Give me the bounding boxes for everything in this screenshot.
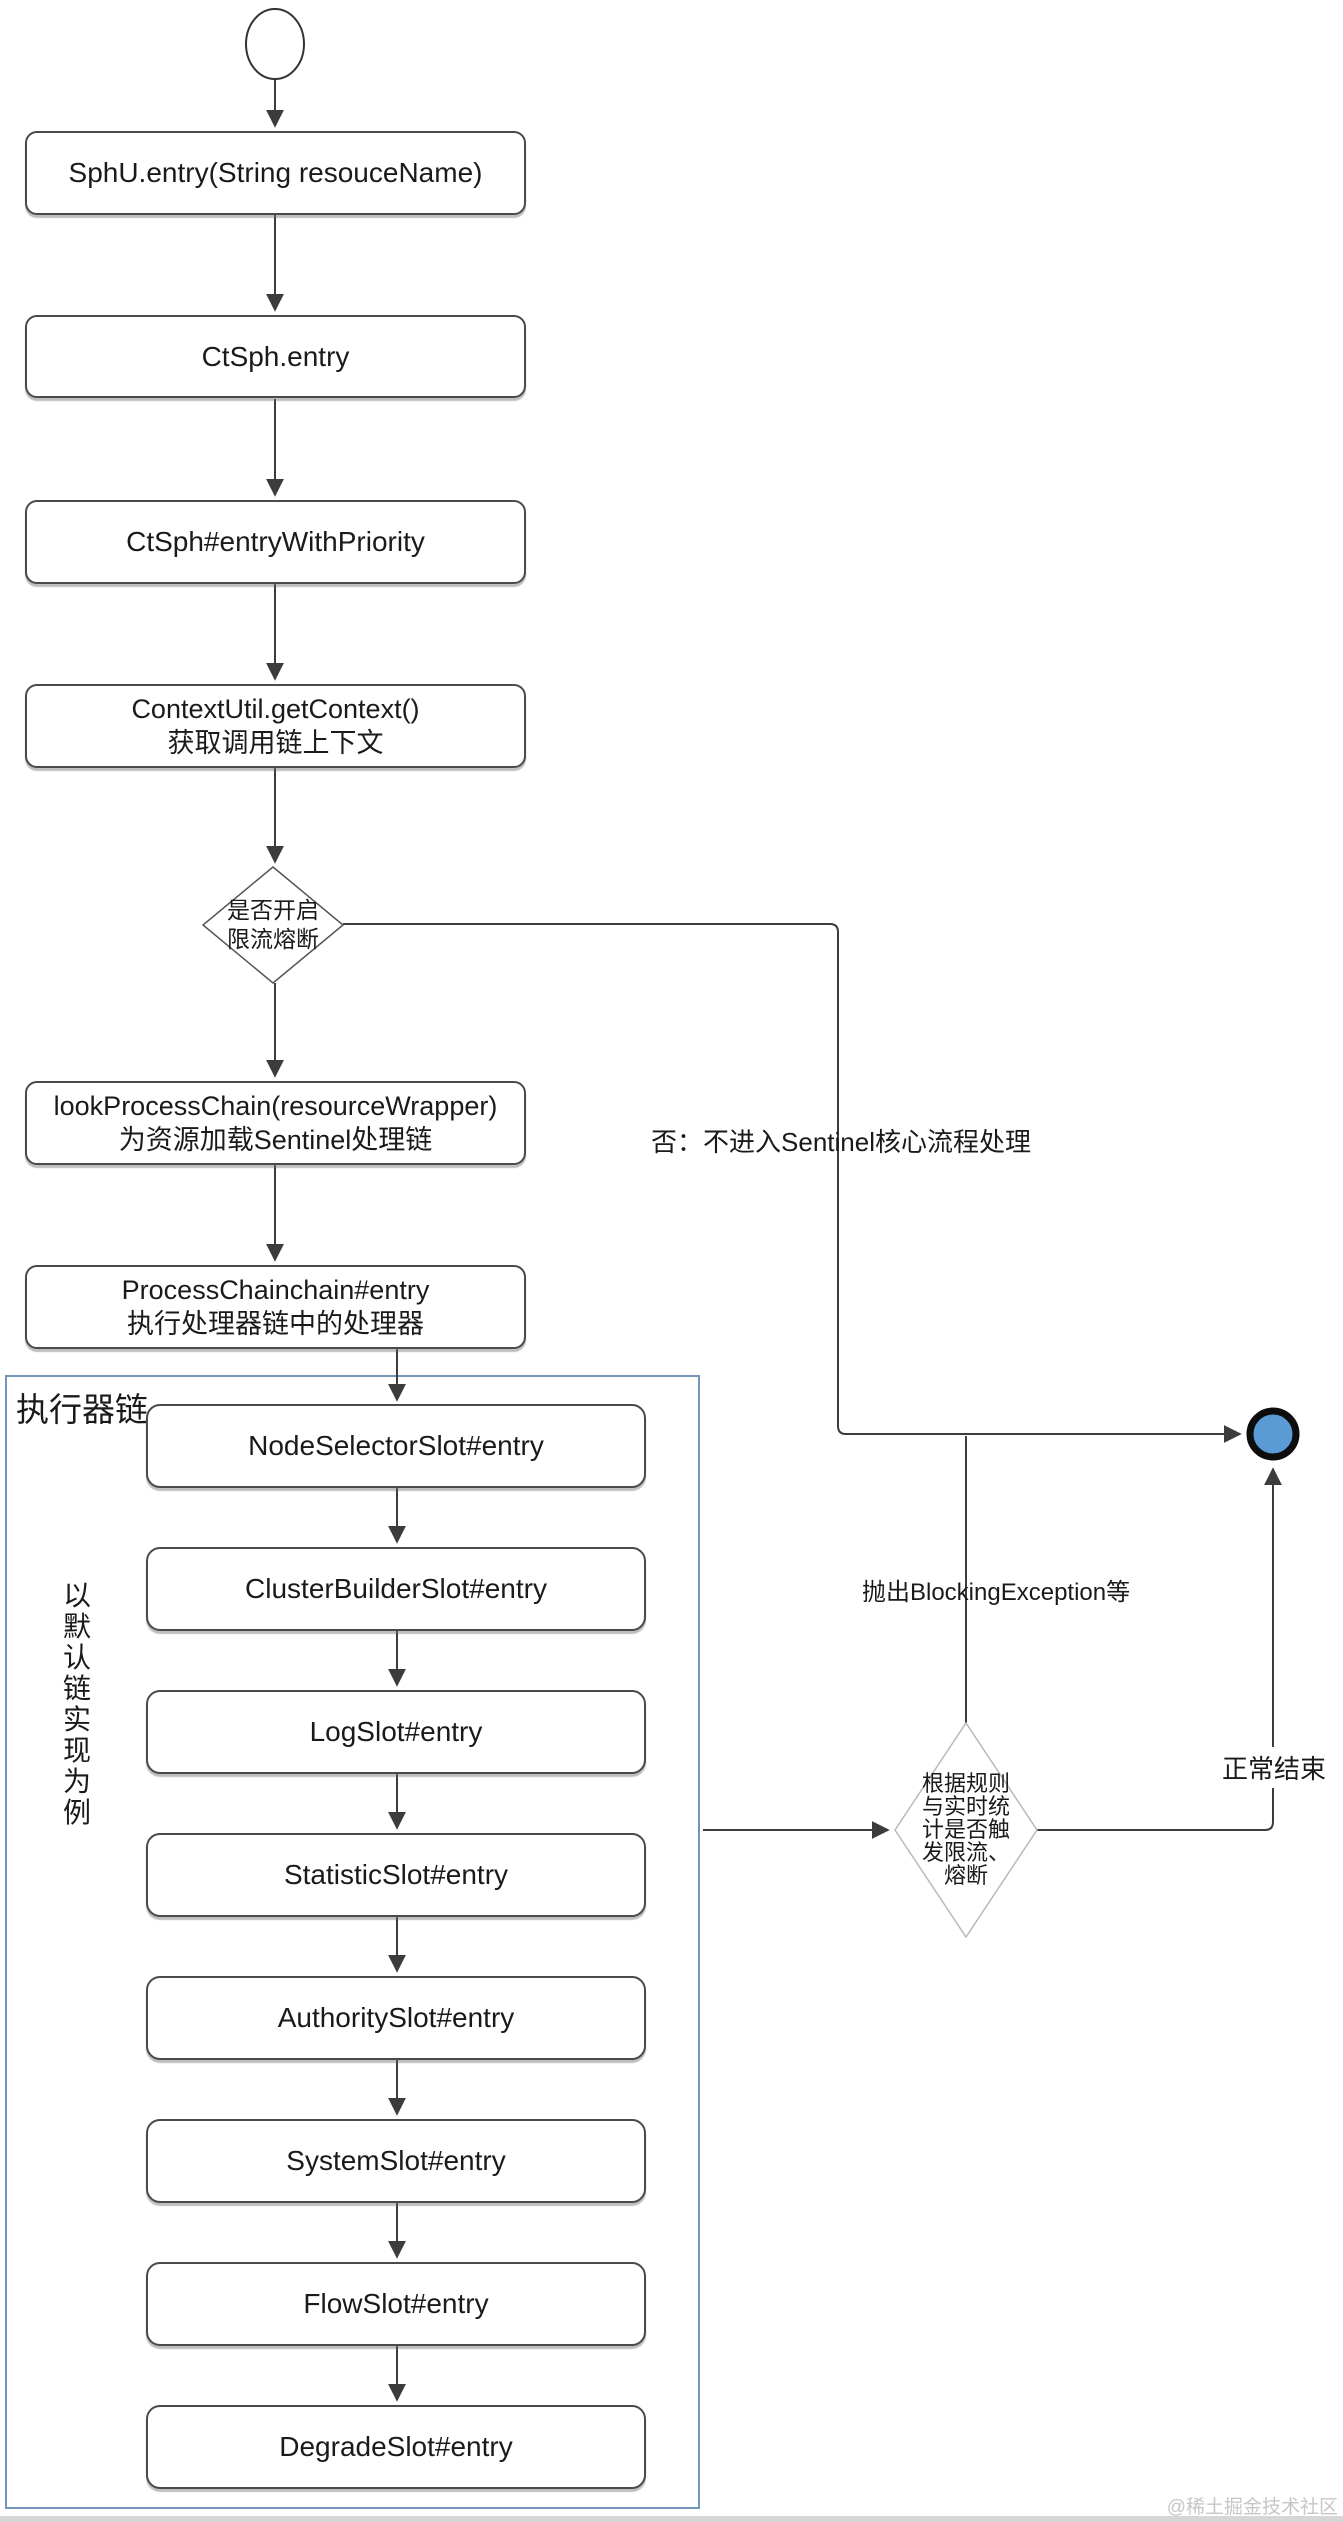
node-label: ClusterBuilderSlot#entry — [245, 1573, 547, 1604]
node-slot-nodeselector: NodeSelectorSlot#entry — [146, 1404, 646, 1488]
node-label: AuthoritySlot#entry — [277, 2002, 515, 2033]
node-slot-log: LogSlot#entry — [146, 1690, 646, 1774]
node-label: SystemSlot#entry — [286, 2145, 506, 2176]
end-node — [1246, 1407, 1300, 1461]
node-slot-degrade: DegradeSlot#entry — [146, 2405, 646, 2489]
node-label-line1: ContextUtil.getContext() — [131, 694, 420, 724]
node-label: CtSph.entry — [201, 340, 350, 372]
node-label-line2: 获取调用链上下文 — [167, 728, 384, 758]
node-get-context: ContextUtil.getContext() 获取调用链上下文 — [25, 684, 526, 768]
decision2-diamond — [894, 1721, 1038, 1939]
node-slot-flow: FlowSlot#entry — [146, 2262, 646, 2346]
node-label: SphU.entry(String resouceName) — [68, 157, 483, 188]
start-node — [245, 8, 305, 80]
node-slot-system: SystemSlot#entry — [146, 2119, 646, 2203]
node-slot-authority: AuthoritySlot#entry — [146, 1976, 646, 2060]
node-label: NodeSelectorSlot#entry — [248, 1430, 544, 1461]
node-label: LogSlot#entry — [309, 1716, 483, 1747]
decision2-label: 根据规则 与实时统 计是否触 发限流、 熔断 — [921, 1771, 1010, 1888]
node-entry-with-priority: CtSph#entryWithPriority — [25, 500, 526, 584]
node-label: FlowSlot#entry — [303, 2288, 489, 2319]
node-label: CtSph#entryWithPriority — [126, 526, 425, 557]
node-ctsph-entry: CtSph.entry — [25, 315, 526, 398]
node-label: StatisticSlot#entry — [283, 1859, 509, 1890]
decision1-diamond — [201, 866, 345, 984]
node-look-process-chain: lookProcessChain(resourceWrapper) 为资源加载S… — [25, 1081, 526, 1165]
bottom-strip — [0, 2516, 1343, 2522]
node-label-line2: 为资源加载Sentinel处理链 — [118, 1125, 433, 1155]
watermark: @稀土掘金技术社区 — [1166, 2497, 1338, 2518]
connector-normal-end-path — [1037, 1467, 1282, 1831]
executor-chain-title: 执行器链 — [16, 1391, 148, 1428]
no-branch-label: 否：不进入Sentinel核心流程处理 — [651, 1127, 1031, 1157]
node-process-chain-entry: ProcessChainchain#entry 执行处理器链中的处理器 — [25, 1265, 526, 1349]
node-slot-clusterbuilder: ClusterBuilderSlot#entry — [146, 1547, 646, 1631]
node-sphu-entry: SphU.entry(String resouceName) — [25, 131, 526, 215]
node-label-line1: ProcessChainchain#entry — [121, 1275, 430, 1305]
node-label-line1: lookProcessChain(resourceWrapper) — [53, 1091, 498, 1121]
executor-chain-side-note: 以默认链实现为例 — [62, 1580, 91, 1828]
decision1-label: 是否开启 限流熔断 — [227, 897, 319, 952]
executor-chain-container — [5, 1375, 700, 2509]
connector-no-branch-to-end — [343, 923, 1242, 1443]
throw-exception-label: 抛出BlockingException等 — [862, 1579, 1131, 1606]
normal-end-label: 正常结束 — [1208, 1747, 1340, 1788]
node-label: DegradeSlot#entry — [279, 2431, 513, 2462]
node-slot-statistic: StatisticSlot#entry — [146, 1833, 646, 1917]
node-label-line2: 执行处理器链中的处理器 — [127, 1309, 424, 1339]
